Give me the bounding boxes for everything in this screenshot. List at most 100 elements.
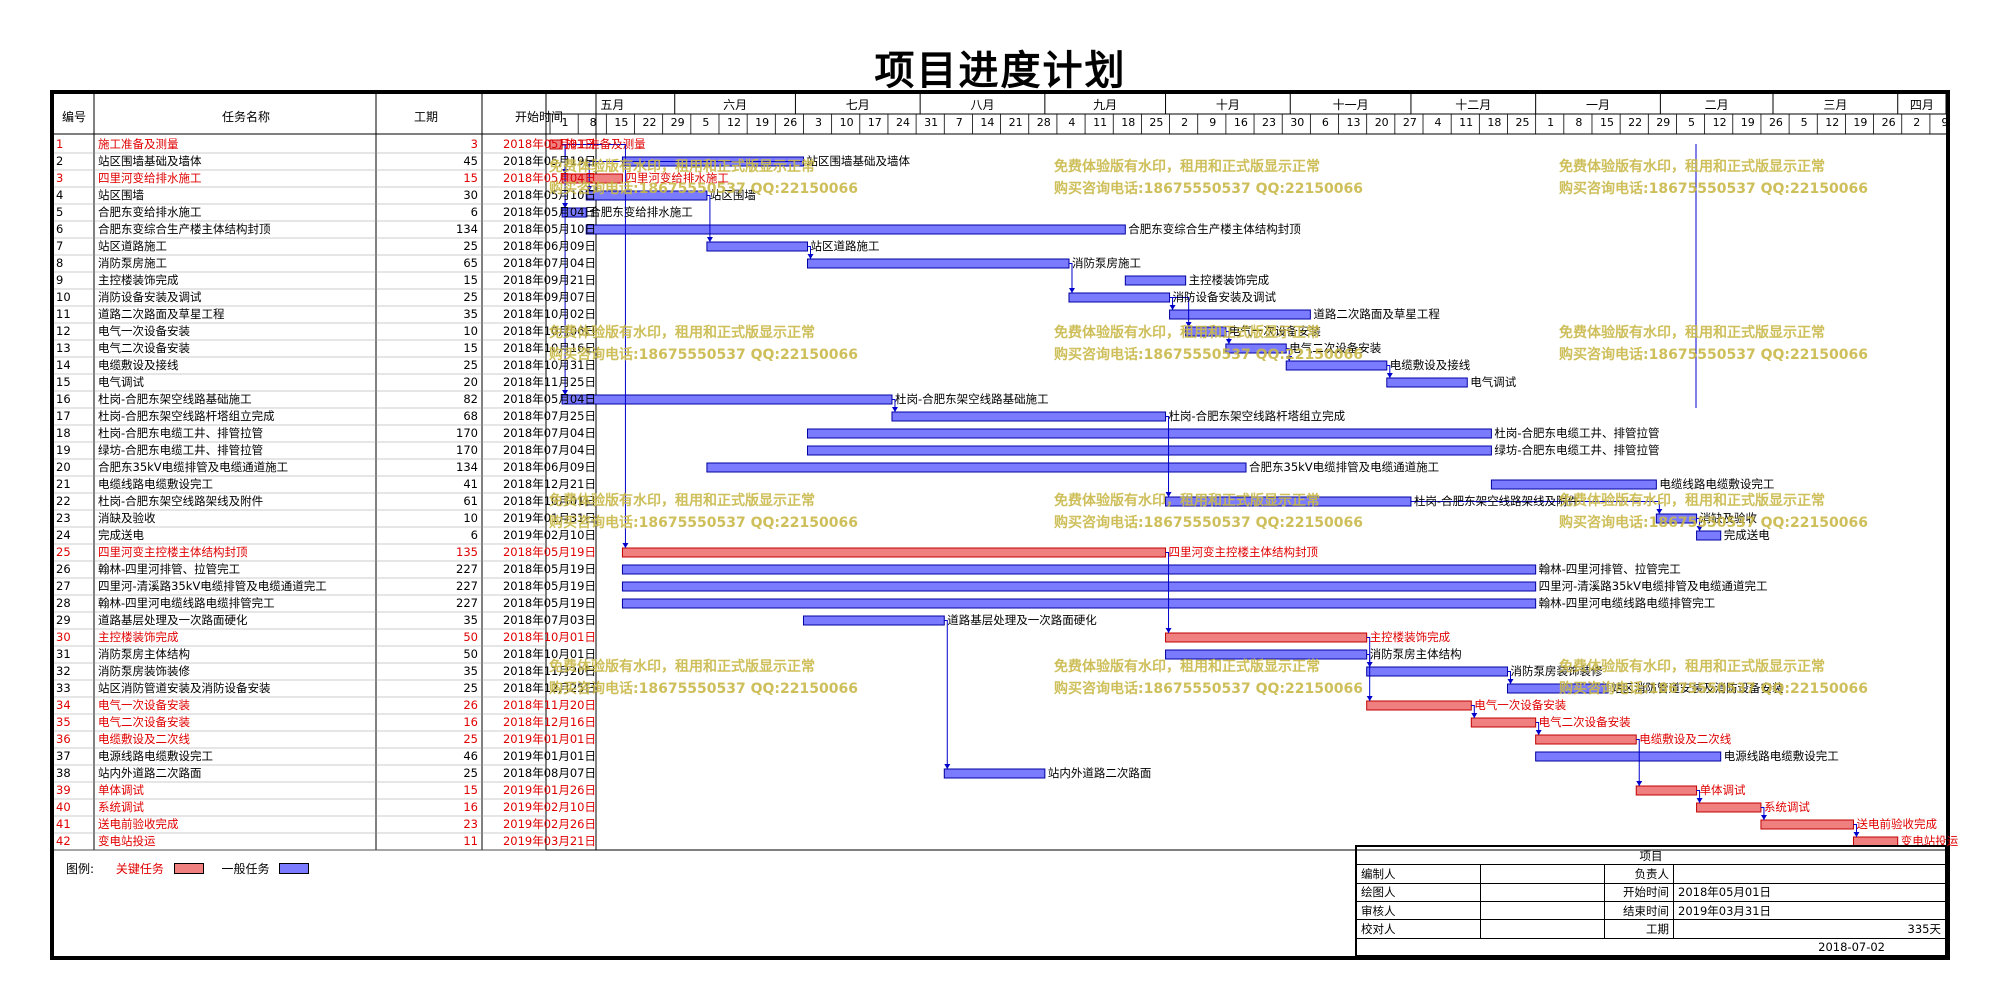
gantt-bar[interactable] [1068, 292, 1171, 303]
month-label: 二月 [1704, 98, 1729, 112]
gantt-bar[interactable] [561, 394, 893, 405]
gantt-bar[interactable] [621, 598, 1537, 609]
task-num: 25 [56, 545, 71, 559]
gantt-bar[interactable] [1635, 785, 1698, 796]
info-end-label: 结束时间 [1604, 901, 1674, 921]
gantt-bar[interactable] [1366, 666, 1508, 677]
gantt-bar[interactable] [1165, 649, 1368, 660]
gantt-bar[interactable] [1535, 751, 1722, 762]
task-num: 15 [56, 375, 71, 389]
task-start: 2018年05月04日 [502, 205, 596, 219]
gantt-bar[interactable] [1696, 802, 1762, 813]
gantt-bar[interactable] [1185, 326, 1227, 337]
task-start: 2018年11月25日 [502, 375, 596, 389]
gantt-bar[interactable] [806, 258, 1070, 269]
gantt-bar[interactable] [1124, 275, 1187, 286]
gantt-bar[interactable] [621, 547, 1167, 558]
task-start: 2018年10月01日 [502, 647, 596, 661]
gantt-bar[interactable] [1285, 360, 1388, 371]
gantt-bar[interactable] [1535, 734, 1637, 745]
gantt-bar[interactable] [806, 428, 1492, 439]
gantt-bar[interactable] [1165, 496, 1412, 507]
task-name: 电源线路电缆敷设完工 [98, 749, 213, 763]
gantt-bar[interactable] [1225, 343, 1287, 354]
gantt-bar[interactable] [1169, 309, 1311, 320]
gantt-bar[interactable] [806, 445, 1492, 456]
gantt-bar[interactable] [621, 581, 1537, 592]
gantt-bar[interactable] [585, 190, 708, 201]
gantt-bar[interactable] [1386, 377, 1468, 388]
gantt-bar[interactable] [706, 241, 808, 252]
task-start: 2018年05月04日 [502, 171, 596, 185]
task-name: 电缆敷设及二次线 [98, 732, 190, 746]
gantt-bar[interactable] [1655, 513, 1698, 524]
task-start: 2018年10月31日 [502, 358, 596, 372]
gantt-bar[interactable] [802, 615, 945, 626]
gantt-bar[interactable] [621, 564, 1537, 575]
gantt-bar[interactable] [1760, 819, 1854, 830]
gantt-bar[interactable] [1696, 530, 1722, 541]
gantt-bar[interactable] [1490, 479, 1657, 490]
legend: 图例: 关键任务 一般任务 [66, 860, 323, 877]
dependency-link [1165, 552, 1170, 633]
gantt-bar[interactable] [561, 173, 623, 184]
bar-label: 翰林-四里河电缆线路电缆排管完工 [1538, 596, 1716, 610]
bar-label: 杜岗-合肥东架空线路杆塔组立完成 [1168, 409, 1346, 423]
dependency-arrow [1760, 815, 1767, 820]
gantt-bar[interactable] [943, 768, 1046, 779]
gantt-bar[interactable] [561, 207, 587, 218]
gantt-bar[interactable] [891, 411, 1167, 422]
gantt-bar[interactable] [549, 139, 563, 150]
gantt-bar[interactable] [706, 462, 1247, 473]
gantt-bar[interactable] [585, 224, 1126, 235]
week-tick: 28 [1036, 116, 1051, 129]
task-start: 2018年10月01日 [502, 630, 596, 644]
gantt-bar[interactable] [1366, 700, 1472, 711]
gantt-bar[interactable] [1506, 683, 1609, 694]
gantt-bar[interactable] [1470, 717, 1537, 728]
gantt-bar[interactable] [1165, 632, 1368, 643]
